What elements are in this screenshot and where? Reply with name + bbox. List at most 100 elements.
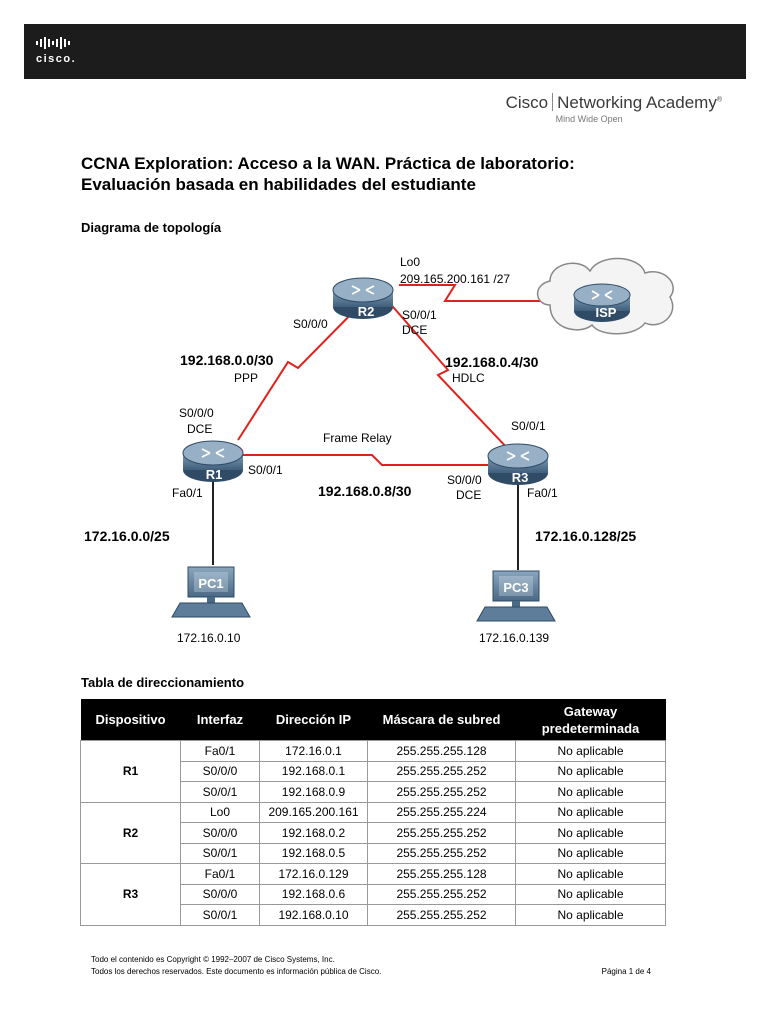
r1-fa01-label: Fa0/1	[172, 486, 203, 500]
table-row: R3 Fa0/1 172.16.0.129 255.255.255.128 No…	[80, 863, 666, 926]
table-row: R1 Fa0/1 172.16.0.1 255.255.255.128 No a…	[80, 740, 666, 803]
table-row: S0/0/0 192.168.0.6 255.255.255.252 No ap…	[81, 883, 666, 905]
link-r2-r3	[386, 299, 511, 452]
r1-label: R1	[206, 467, 223, 482]
table-cell: 255.255.255.128	[367, 863, 516, 885]
table-cell: S0/0/1	[180, 781, 260, 803]
table-cell: S0/0/0	[180, 822, 260, 844]
r3-fa01-label: Fa0/1	[527, 486, 558, 500]
table-cell: No aplicable	[515, 904, 666, 926]
academy-tagline: Mind Wide Open	[555, 114, 623, 124]
footer: Todo el contenido es Copyright © 1992–20…	[91, 954, 651, 978]
title-line-1: CCNA Exploration: Acceso a la WAN. Práct…	[81, 154, 575, 173]
col-header: Interfaz	[180, 699, 260, 741]
table-cell: No aplicable	[515, 760, 666, 782]
router-r3-icon	[487, 443, 549, 485]
table-row: S0/0/1 192.168.0.9 255.255.255.252 No ap…	[81, 781, 666, 803]
pc1-icon	[171, 566, 251, 618]
link-r2-r1	[237, 299, 366, 441]
table-cell: 172.16.0.129	[259, 863, 368, 885]
lan3-label: 172.16.0.128/25	[535, 528, 636, 544]
table-header-row: Dispositivo Interfaz Dirección IP Máscar…	[80, 699, 666, 741]
title-line-2: Evaluación basada en habilidades del est…	[81, 175, 476, 194]
col-header: Máscara de subred	[367, 699, 516, 741]
table-cell: Lo0	[180, 801, 260, 823]
table-cell: No aplicable	[515, 781, 666, 803]
pc3-label: PC3	[503, 580, 528, 595]
table-cell: Fa0/1	[180, 863, 260, 885]
table-cell: 255.255.255.252	[367, 842, 516, 864]
r3-label: R3	[512, 470, 529, 485]
router-isp-icon	[573, 283, 631, 322]
copyright-line: Todo el contenido es Copyright © 1992–20…	[91, 955, 335, 964]
topology-heading: Diagrama de topología	[81, 220, 222, 235]
net-r1-r2-label: 192.168.0.0/30	[180, 352, 274, 368]
topology-diagram: R2 R1 R3 ISP PC1 PC3 Lo0 209.165.200.161…	[84, 255, 674, 645]
net-r2-r3-label: 192.168.0.4/30	[445, 354, 539, 370]
pc3-ip-label: 172.16.0.139	[479, 631, 549, 645]
link-r1-r3	[240, 454, 490, 466]
router-r1-icon	[182, 440, 244, 482]
header-bar: cisco.	[24, 24, 746, 79]
table-cell: 209.165.200.161	[259, 801, 368, 823]
r3-dce-label: DCE	[456, 488, 481, 502]
table-cell: 192.168.0.2	[259, 822, 368, 844]
r2-dce-label: DCE	[402, 323, 427, 337]
hdlc-label: HDLC	[452, 371, 485, 385]
rights-line: Todos los derechos reservados. Este docu…	[91, 967, 382, 976]
table-cell: 255.255.255.252	[367, 822, 516, 844]
r1-dce-label: DCE	[187, 422, 212, 436]
lo0-ip-label: 209.165.200.161 /27	[400, 272, 510, 286]
table-cell: 255.255.255.252	[367, 781, 516, 803]
cisco-bars-icon	[36, 36, 96, 50]
page-title: CCNA Exploration: Acceso a la WAN. Práct…	[81, 153, 641, 195]
table-row: R2 Lo0 209.165.200.161 255.255.255.224 N…	[80, 801, 666, 864]
addressing-table: Dispositivo Interfaz Dirección IP Máscar…	[80, 699, 666, 926]
r3-s000-label: S0/0/0	[447, 473, 482, 487]
table-cell: 255.255.255.252	[367, 904, 516, 926]
table-cell: 172.16.0.1	[259, 740, 368, 762]
table-cell: 255.255.255.252	[367, 760, 516, 782]
pc1-label: PC1	[198, 576, 223, 591]
table-cell: No aplicable	[515, 883, 666, 905]
isp-label: ISP	[596, 305, 617, 320]
r2-s001-label: S0/0/1	[402, 308, 437, 322]
table-cell: 192.168.0.5	[259, 842, 368, 864]
table-cell: 255.255.255.224	[367, 801, 516, 823]
device-cell: R2	[80, 801, 181, 864]
table-row: S0/0/1 192.168.0.10 255.255.255.252 No a…	[81, 904, 666, 926]
table-cell: No aplicable	[515, 740, 666, 762]
device-cell: R3	[80, 863, 181, 926]
cisco-wordmark: cisco.	[36, 53, 77, 65]
pc1-ip-label: 172.16.0.10	[177, 631, 241, 645]
table-cell: S0/0/1	[180, 842, 260, 864]
device-cell: R1	[80, 740, 181, 803]
table-row: S0/0/0 192.168.0.2 255.255.255.252 No ap…	[81, 822, 666, 844]
table-cell: 192.168.0.6	[259, 883, 368, 905]
table-cell: 192.168.0.9	[259, 781, 368, 803]
table-cell: No aplicable	[515, 801, 666, 823]
academy-right-text: Networking Academy	[557, 93, 717, 112]
academy-left-text: Cisco	[505, 93, 549, 112]
table-cell: S0/0/0	[180, 883, 260, 905]
table-cell: No aplicable	[515, 822, 666, 844]
table-cell: 255.255.255.252	[367, 883, 516, 905]
table-cell: S0/0/1	[180, 904, 260, 926]
net-r1-r3-label: 192.168.0.8/30	[318, 483, 412, 499]
col-header: Gateway predeterminada	[515, 699, 666, 741]
table-row: S0/0/0 192.168.0.1 255.255.255.252 No ap…	[81, 760, 666, 782]
table-cell: Fa0/1	[180, 740, 260, 762]
page-number: Página 1 de 4	[601, 967, 651, 976]
link-r2-isp	[399, 284, 560, 302]
r1-s001-label: S0/0/1	[248, 463, 283, 477]
r2-s000-label: S0/0/0	[293, 317, 328, 331]
r2-label: R2	[358, 304, 375, 319]
r1-s000-label: S0/0/0	[179, 406, 214, 420]
table-cell: No aplicable	[515, 842, 666, 864]
ppp-label: PPP	[234, 371, 258, 385]
router-r2-icon	[332, 277, 394, 319]
col-header: Dirección IP	[259, 699, 368, 741]
col-header: Dispositivo	[80, 699, 181, 741]
frame-relay-label: Frame Relay	[323, 431, 392, 445]
